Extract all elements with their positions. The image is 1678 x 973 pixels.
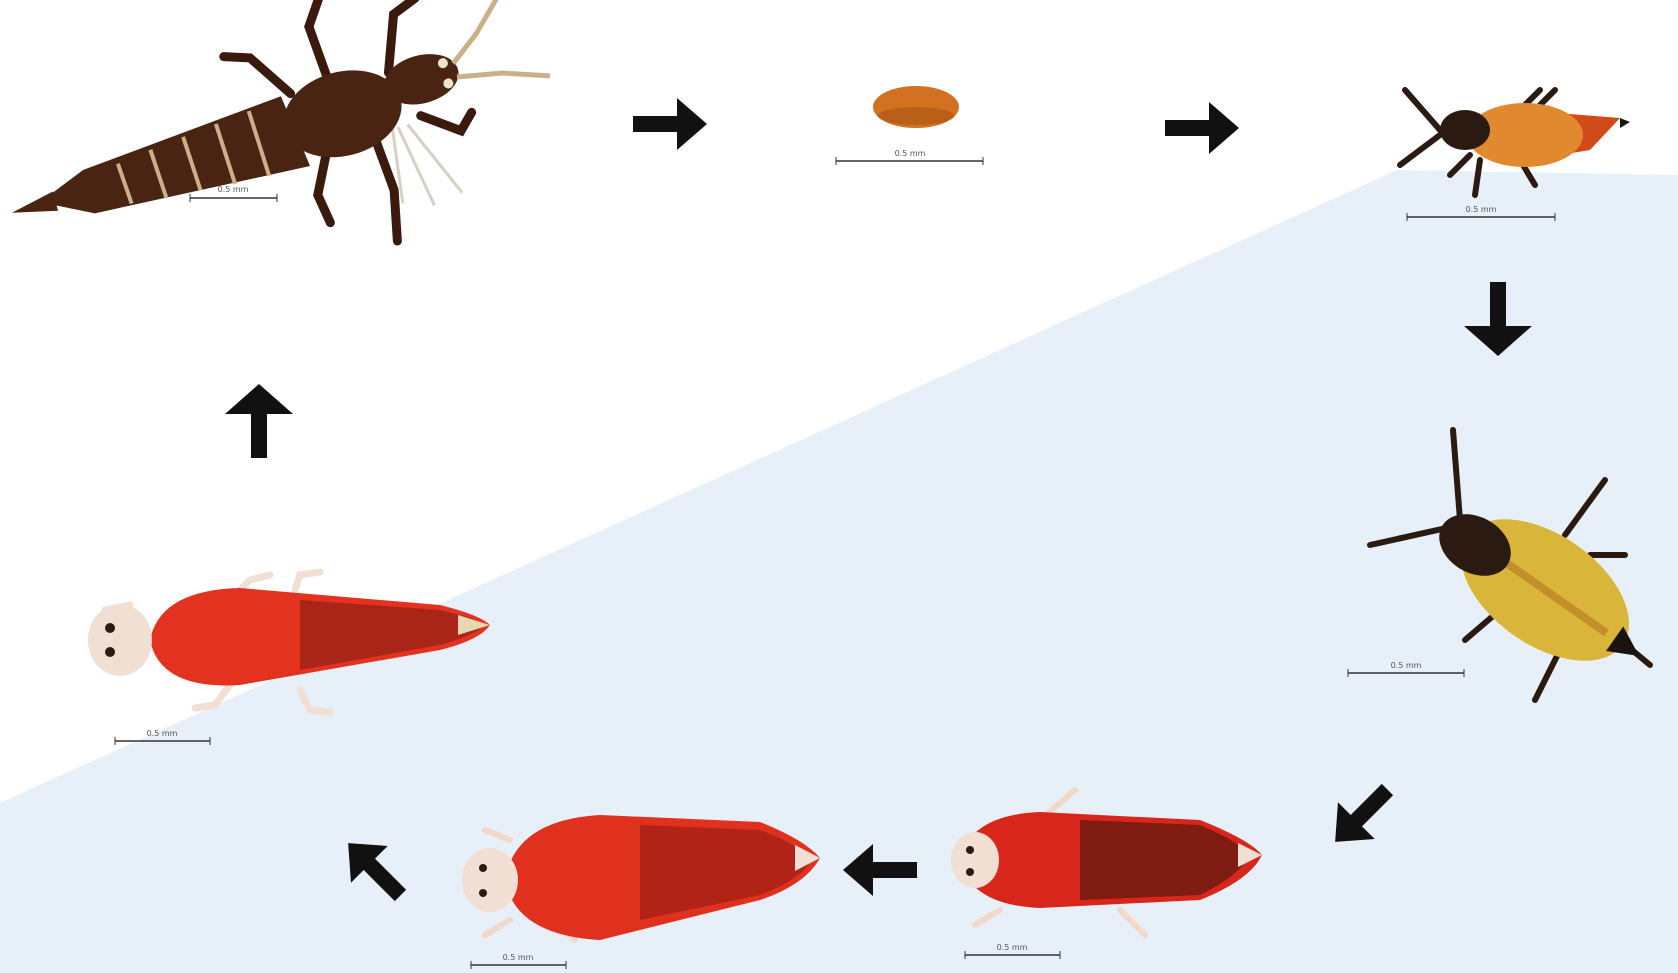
pupa-2-scale-label: 0.5 mm — [147, 729, 178, 738]
arrow-right-icon — [1165, 102, 1239, 154]
stage-adult: 0.5 mm — [0, 0, 581, 335]
egg-scale-label: 0.5 mm — [895, 149, 926, 158]
larva-1-scale-label: 0.5 mm — [1466, 205, 1497, 214]
propupa-scale-label: 0.5 mm — [997, 943, 1028, 952]
egg-scale-bar: 0.5 mm — [836, 149, 983, 165]
adult-scale-label: 0.5 mm — [218, 185, 249, 194]
arrow-right-icon — [633, 98, 707, 150]
larva-2-scale-label: 0.5 mm — [1391, 661, 1422, 670]
arrow-up-icon — [225, 384, 293, 458]
background-wedge — [0, 170, 1678, 973]
stage-egg: 0.5 mm — [836, 86, 983, 165]
pupa-1-scale-label: 0.5 mm — [503, 953, 534, 962]
adult-thrips — [0, 0, 581, 335]
